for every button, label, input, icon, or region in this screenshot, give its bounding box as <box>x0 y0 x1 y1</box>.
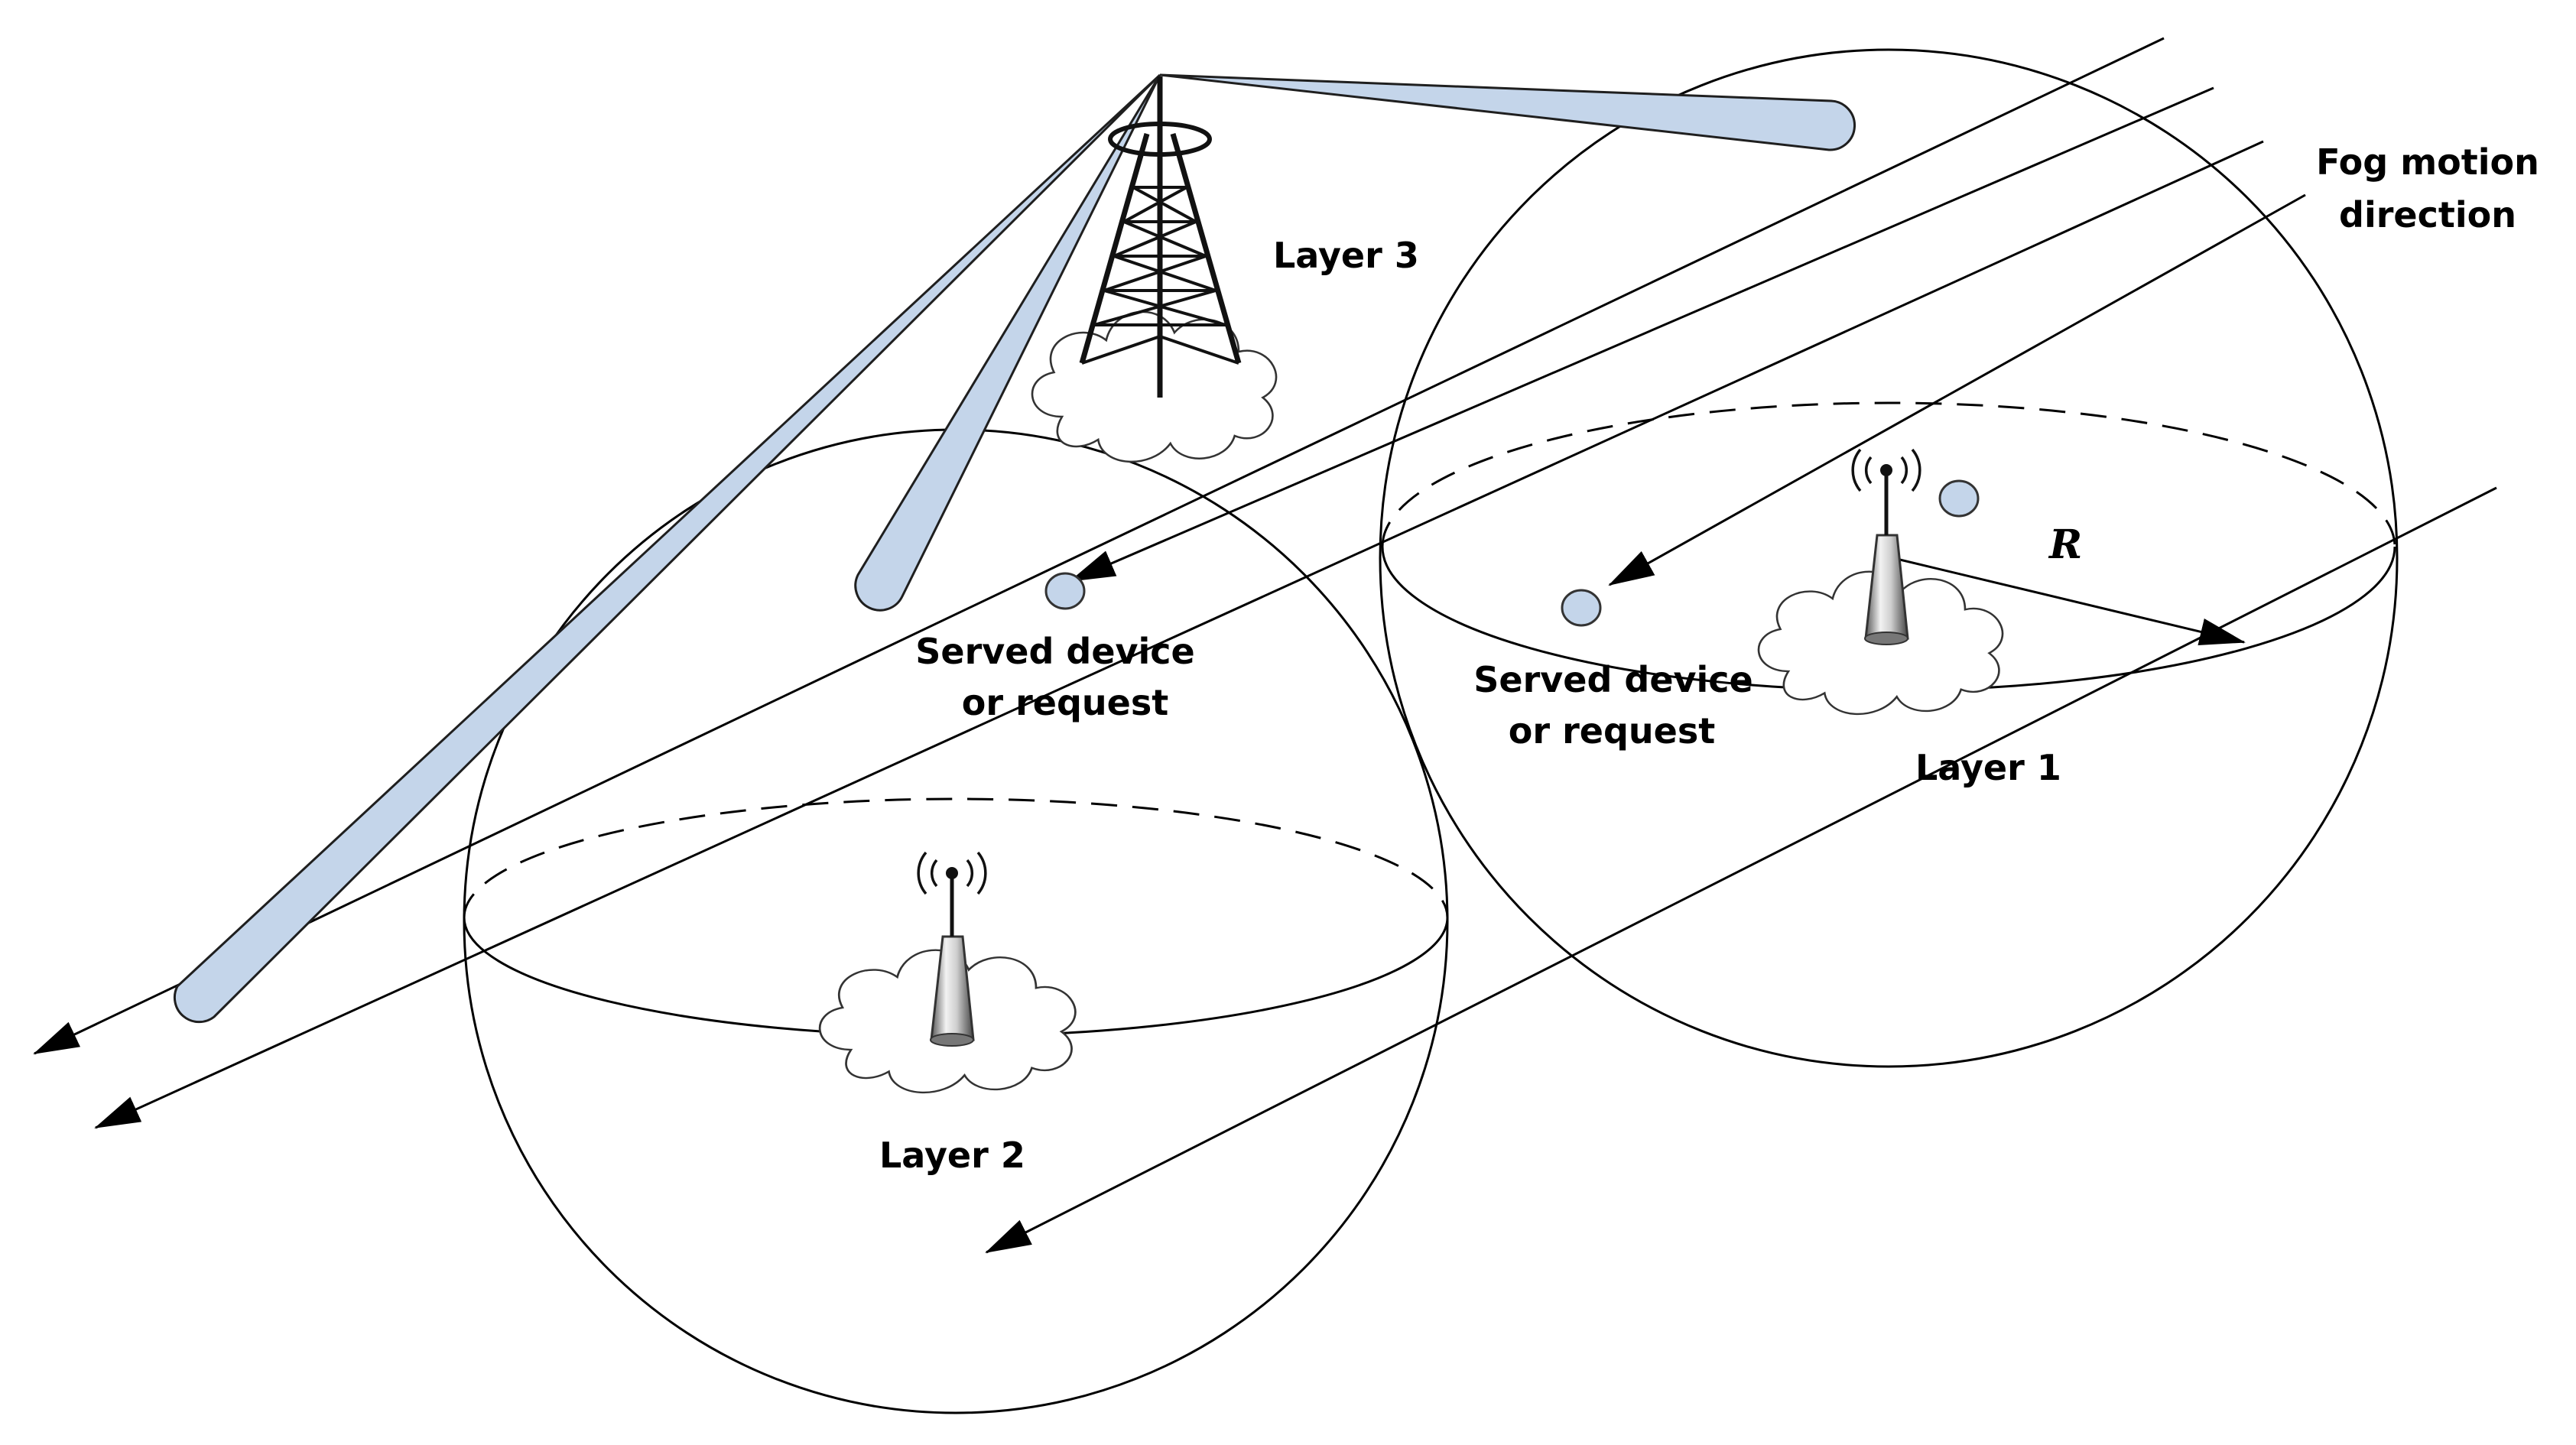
layer3-beams <box>173 73 1856 1024</box>
cell-tower-icon <box>1079 76 1242 398</box>
device-circle-icon <box>1561 589 1602 627</box>
device-circle-icon <box>1938 479 1980 518</box>
motion-line-5 <box>985 486 2497 1254</box>
served-device-left-line1: Served device <box>915 631 1194 672</box>
served-device-right-line1: Served device <box>1473 659 1753 700</box>
served-device-left-line2: or request <box>962 682 1168 723</box>
fog-motion-label-line2: direction <box>2339 194 2516 235</box>
fog-motion-lines <box>33 37 2497 1254</box>
beam-to-layer1 <box>1159 73 1856 151</box>
layer2-coverage-sphere <box>463 428 1449 1414</box>
layer1-antenna-icon <box>1851 448 1921 645</box>
motion-line-4 <box>1608 193 2306 586</box>
radius-arrow <box>1886 555 2246 645</box>
layer3-cloud <box>1031 310 1278 463</box>
layer1-label: Layer 1 <box>1915 747 2061 788</box>
layer1-coverage-sphere <box>1379 48 2399 1068</box>
motion-line-3 <box>94 140 2264 1129</box>
layer3-label: Layer 3 <box>1273 235 1419 276</box>
beam-to-device <box>854 74 1161 612</box>
beam-to-layer2 <box>173 73 1161 1024</box>
layer2-label: Layer 2 <box>879 1135 1025 1176</box>
motion-line-2 <box>1069 86 2214 583</box>
device-circle-icon <box>1044 572 1086 610</box>
served-device-right-line2: or request <box>1509 710 1715 752</box>
motion-line-1 <box>33 37 2165 1055</box>
fog-motion-label-line1: Fog motion <box>2316 141 2539 183</box>
layer2-antenna-icon <box>917 851 987 1047</box>
radius-label: R <box>2048 521 2082 568</box>
